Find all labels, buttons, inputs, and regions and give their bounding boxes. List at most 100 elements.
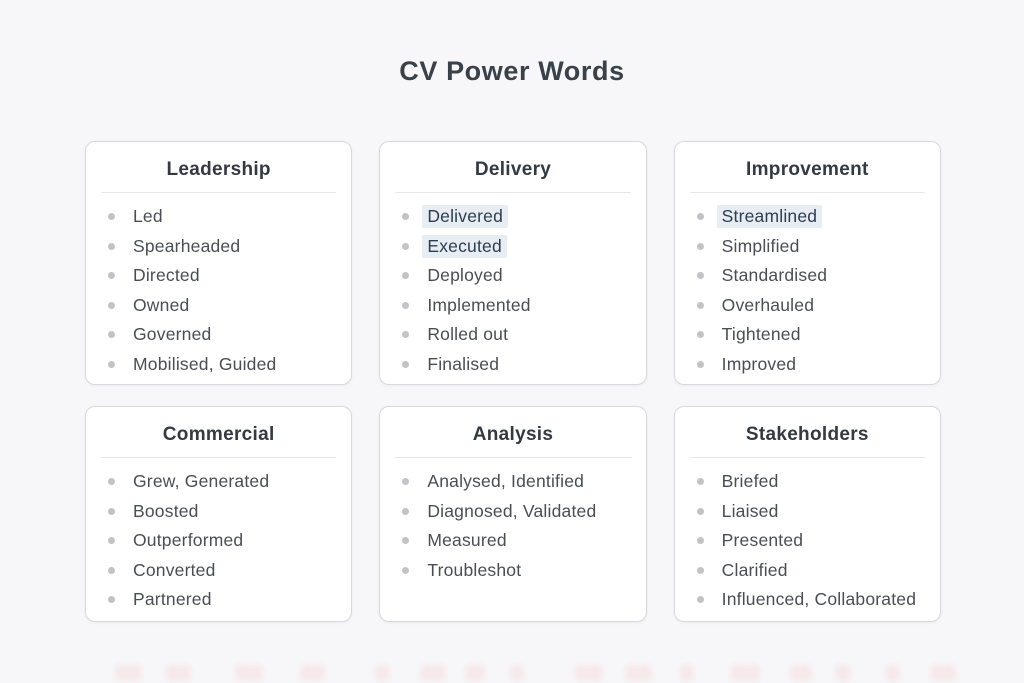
bullet-icon — [402, 301, 410, 309]
card-divider — [101, 457, 337, 458]
list-item: Directed — [108, 261, 333, 291]
faint-smudge — [235, 665, 263, 681]
bullet-icon — [696, 478, 704, 486]
list-item: Owned — [108, 291, 333, 321]
word-category-card-improvement: Improvement Streamlined Simplified Stand… — [673, 141, 941, 385]
card-divider — [689, 192, 925, 193]
list-item: Briefed — [696, 467, 922, 497]
card-divider — [689, 457, 925, 458]
word-category-card-analysis: Analysis Analysed, Identified Diagnosed,… — [379, 406, 647, 622]
word-list: Led Spearheaded Directed Owned Governed … — [86, 193, 351, 379]
bullet-icon — [696, 507, 704, 515]
faint-smudge — [375, 665, 390, 681]
bullet-icon — [402, 537, 410, 545]
word-text: Finalised — [427, 353, 500, 374]
word-text: Delivered — [422, 205, 509, 229]
bullet-icon — [108, 213, 115, 221]
list-item: Led — [108, 202, 333, 232]
bullet-icon — [696, 566, 704, 574]
bullet-icon — [108, 478, 115, 486]
bullet-icon — [108, 331, 115, 339]
list-item: Executed — [402, 232, 627, 262]
bullet-icon — [108, 242, 115, 250]
bullet-icon — [108, 272, 115, 280]
bullet-icon — [402, 242, 410, 250]
list-item: Partnered — [108, 585, 333, 615]
list-item: Delivered — [402, 202, 627, 232]
word-text: Diagnosed, Validated — [427, 500, 597, 521]
list-item: Spearheaded — [108, 232, 333, 262]
word-text: Governed — [133, 324, 212, 345]
faint-smudge — [730, 665, 760, 681]
card-title: Stakeholders — [745, 424, 869, 445]
faint-smudge — [115, 665, 142, 681]
bullet-icon — [108, 507, 115, 515]
faint-smudge — [790, 665, 812, 681]
bullet-icon — [108, 537, 115, 545]
card-title: Delivery — [474, 159, 552, 180]
bullet-icon — [402, 507, 410, 515]
list-item: Overhauled — [696, 291, 922, 321]
word-text: Rolled out — [427, 324, 509, 345]
bullet-icon — [108, 301, 115, 309]
card-divider — [101, 192, 337, 193]
word-list: Analysed, Identified Diagnosed, Validate… — [380, 458, 645, 585]
word-category-card-leadership: Leadership Led Spearheaded Directed Owne… — [85, 141, 353, 385]
cards-grid: Leadership Led Spearheaded Directed Owne… — [85, 141, 941, 622]
list-item: Boosted — [108, 497, 333, 527]
bullet-icon — [402, 360, 410, 368]
list-item: Improved — [696, 350, 922, 380]
word-text: Directed — [133, 265, 200, 286]
word-text: Simplified — [721, 235, 800, 256]
bullet-icon — [696, 242, 704, 250]
bullet-icon — [402, 331, 410, 339]
list-item: Rolled out — [402, 320, 627, 350]
bullet-icon — [696, 331, 704, 339]
word-text: Overhauled — [721, 294, 815, 315]
faint-smudge — [930, 665, 956, 681]
word-category-card-delivery: Delivery Delivered Executed Deployed Imp… — [379, 141, 647, 385]
list-item: Outperformed — [108, 526, 333, 556]
bullet-icon — [696, 213, 704, 221]
bullet-icon — [402, 566, 410, 574]
faint-smudge — [625, 665, 652, 681]
bullet-icon — [696, 537, 704, 545]
word-text: Mobilised, Guided — [133, 353, 277, 374]
word-list: Streamlined Simplified Standardised Over… — [675, 193, 940, 379]
list-item: Measured — [402, 526, 627, 556]
card-divider — [395, 457, 631, 458]
list-item: Clarified — [696, 556, 922, 586]
faint-smudge — [300, 665, 325, 681]
word-text: Influenced, Collaborated — [721, 589, 917, 610]
word-text: Clarified — [721, 559, 788, 580]
bullet-icon — [696, 596, 704, 604]
list-item: Finalised — [402, 350, 627, 380]
word-text: Led — [133, 206, 163, 227]
faint-smudge — [835, 665, 851, 681]
word-text: Outperformed — [133, 530, 244, 551]
list-item: Mobilised, Guided — [108, 350, 333, 380]
word-text: Boosted — [133, 500, 199, 521]
faint-smudge — [465, 665, 485, 681]
faint-smudge — [885, 665, 900, 681]
faint-smudge — [510, 665, 524, 681]
word-text: Liaised — [721, 500, 779, 521]
word-text: Partnered — [133, 589, 212, 610]
word-text: Tightened — [721, 324, 801, 345]
word-text: Presented — [721, 530, 804, 551]
list-item: Simplified — [696, 232, 922, 262]
list-item: Presented — [696, 526, 922, 556]
list-item: Deployed — [402, 261, 627, 291]
list-item: Governed — [108, 320, 333, 350]
faint-smudge — [165, 665, 191, 681]
bullet-icon — [696, 272, 704, 280]
list-item: Grew, Generated — [108, 467, 333, 497]
word-text: Improved — [721, 353, 797, 374]
list-item: Converted — [108, 556, 333, 586]
faint-smudge — [420, 665, 446, 681]
word-list: Briefed Liaised Presented Clarified Infl… — [675, 458, 940, 615]
word-text: Owned — [133, 294, 190, 315]
bullet-icon — [108, 360, 115, 368]
word-text: Converted — [133, 559, 216, 580]
